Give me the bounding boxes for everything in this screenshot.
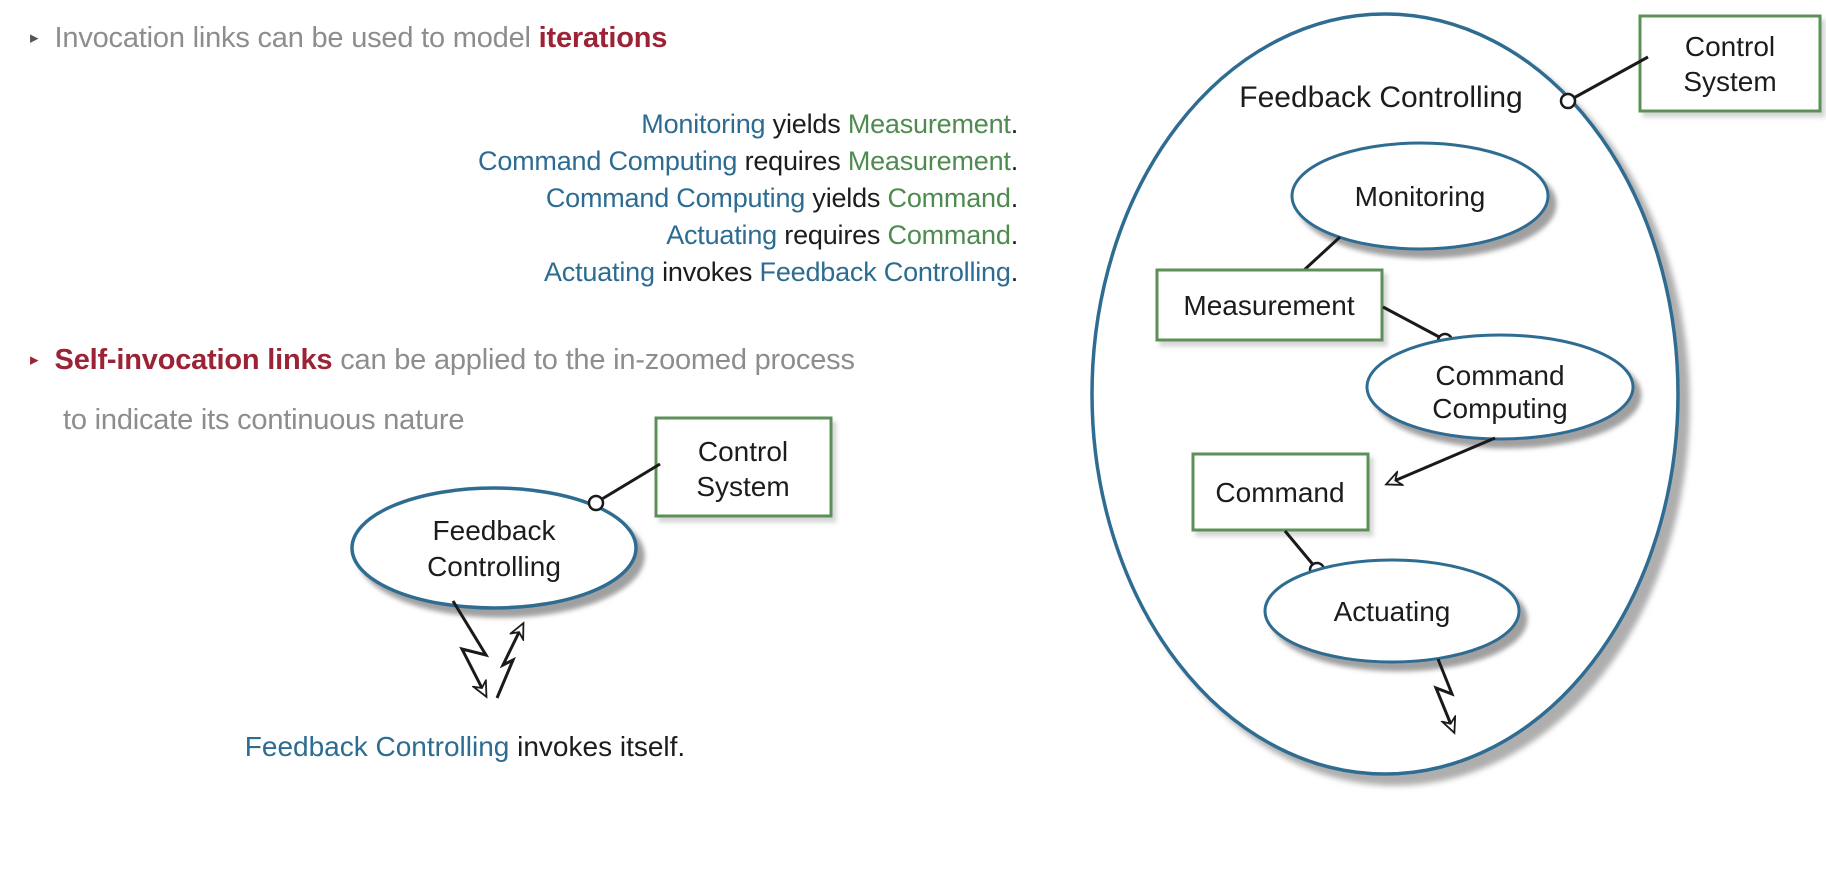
text-segment: Command Computing [545, 183, 813, 213]
text-segment: . [1010, 183, 1019, 213]
text-segment: Actuating [666, 220, 785, 250]
text-segment: Self-invocation links [54, 344, 333, 376]
instrument-link-command-actuating [1283, 530, 1317, 568]
text-segment: . [1010, 257, 1019, 287]
caption-invokes-itself: Feedback Controlling invokes itself. [205, 728, 725, 766]
text-segment: . [1010, 109, 1019, 139]
bullet-triangle-icon: ▸ [30, 28, 39, 47]
actuating-label: Actuating [1334, 596, 1451, 627]
text-segment: Feedback Controlling [759, 257, 1011, 287]
command-label: Command [1215, 477, 1344, 508]
right-control-system-label-line2: System [1683, 66, 1776, 97]
bullet-invocation-links: ▸ Invocation links can be used to model … [30, 20, 667, 56]
text-segment: iterations [538, 22, 668, 54]
measurement-box [1155, 268, 1384, 342]
right-control-system-label-line1: Control [1685, 31, 1775, 62]
opl-sentence: Monitoring yields Measurement. [478, 106, 1018, 143]
text-segment: can be applied to the in-zoomed process [332, 344, 855, 376]
text-segment: Measurement [847, 146, 1011, 176]
left-instrument-circle-icon [587, 494, 605, 512]
command-computing-label-line1: Command [1435, 360, 1564, 391]
text-segment: Monitoring [641, 109, 773, 139]
bullet2-line1-text: Self-invocation links can be applied to … [55, 342, 855, 378]
command-computing-label-line2: Computing [1432, 393, 1567, 424]
text-segment: Command Computing [478, 146, 745, 176]
arrow-cc-yields-command [1387, 436, 1496, 484]
text-segment: Command [887, 183, 1011, 213]
text-segment: invokes itself. [509, 731, 686, 762]
bullet2-line2-text: to indicate its continuous nature [63, 404, 465, 436]
actuating-invocation-zigzag-arrow [1433, 658, 1454, 732]
opl-sentence: Actuating invokes Feedback Controlling. [478, 254, 1018, 291]
text-segment: Invocation links can be used to model [54, 22, 539, 54]
right-instrument-circle-icon [1559, 92, 1577, 110]
actuating-ellipse [1263, 558, 1521, 664]
left-feedback-label-line2: Controlling [427, 551, 561, 582]
text-segment: . [1010, 146, 1019, 176]
command-computing-ellipse [1365, 333, 1635, 441]
left-instrument-link [596, 462, 661, 504]
text-segment: yields [772, 109, 848, 139]
text-segment: Feedback Controlling [244, 731, 510, 762]
command-box [1191, 452, 1370, 532]
opl-sentence-block: Monitoring yields Measurement. Command C… [478, 106, 1018, 291]
left-control-system-label-line1: Control [698, 436, 788, 467]
text-segment: yields [812, 183, 888, 213]
left-feedback-controlling-ellipse [350, 486, 638, 610]
monitoring-ellipse [1290, 141, 1550, 251]
left-control-system-box [654, 416, 833, 518]
left-self-invocation-arrow-down [451, 600, 490, 696]
text-segment: Command [887, 220, 1011, 250]
right-feedback-controlling-label: Feedback Controlling [1239, 81, 1523, 114]
right-instrument-link-control [1569, 55, 1649, 102]
bullet1-text: Invocation links can be used to model it… [55, 20, 668, 56]
left-feedback-label-line1: Feedback [433, 515, 557, 546]
bullet-triangle-icon: ▸ [30, 350, 39, 369]
text-segment: Actuating [544, 257, 663, 287]
opl-sentence: Command Computing requires Measurement. [478, 143, 1018, 180]
left-control-system-label-line2: System [696, 471, 789, 502]
text-segment: invokes [662, 257, 760, 287]
instrument-link-measurement-cc [1382, 305, 1444, 341]
right-diagram: Feedback Controlling Control System Moni… [1090, 12, 1822, 776]
text-segment: requires [744, 146, 848, 176]
text-segment: . [1010, 220, 1019, 250]
measurement-label: Measurement [1183, 290, 1354, 321]
opl-sentence: Actuating requires Command. [478, 217, 1018, 254]
opl-sentence: Command Computing yields Command. [478, 180, 1018, 217]
left-diagram: Control System Feedback Controlling [350, 416, 833, 699]
left-self-invocation-arrow-up [495, 624, 523, 699]
right-control-system-box [1638, 14, 1822, 113]
text-segment: Measurement [847, 109, 1011, 139]
monitoring-label: Monitoring [1355, 181, 1486, 212]
bullet-self-invocation: ▸ Self-invocation links can be applied t… [30, 342, 855, 378]
text-segment: requires [784, 220, 888, 250]
